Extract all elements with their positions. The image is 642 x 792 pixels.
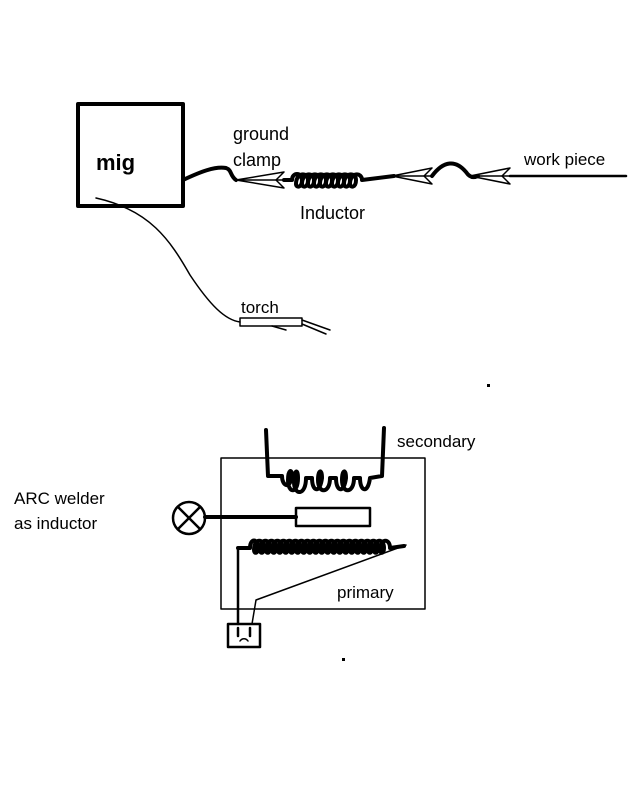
ground-clamp-label-line1: ground bbox=[233, 124, 289, 144]
ground-clamp-label-line2: clamp bbox=[233, 150, 281, 170]
transformer-case bbox=[220, 457, 426, 610]
stray-dot bbox=[487, 384, 490, 387]
torch-cable bbox=[95, 197, 241, 323]
primary-winding bbox=[236, 538, 406, 555]
inductor-coil bbox=[282, 172, 396, 189]
primary-lead-right bbox=[251, 544, 407, 625]
mig-box bbox=[76, 102, 185, 208]
lamp-icon bbox=[171, 500, 207, 536]
mig-welder: mig bbox=[76, 102, 185, 208]
inductor-label: Inductor bbox=[300, 203, 365, 223]
inductor-clamp-icon bbox=[391, 167, 433, 185]
secondary-label: secondary bbox=[397, 432, 476, 451]
secondary-winding bbox=[264, 426, 386, 494]
arc-welder-title-line1: ARC welder bbox=[14, 489, 105, 508]
torch-label: torch bbox=[241, 298, 279, 317]
primary-label: primary bbox=[337, 583, 394, 602]
stray-dot bbox=[342, 658, 345, 661]
mig-label: mig bbox=[96, 150, 135, 175]
ground-cable bbox=[181, 165, 238, 182]
core-bar bbox=[294, 506, 372, 528]
outlet-icon bbox=[226, 622, 262, 649]
work-piece-label: work piece bbox=[523, 150, 605, 169]
work-piece-clamp-icon bbox=[469, 167, 511, 185]
torch-icon bbox=[239, 317, 331, 335]
ground-clamp-icon bbox=[235, 171, 285, 189]
arc-welder-title-line2: as inductor bbox=[14, 514, 97, 533]
